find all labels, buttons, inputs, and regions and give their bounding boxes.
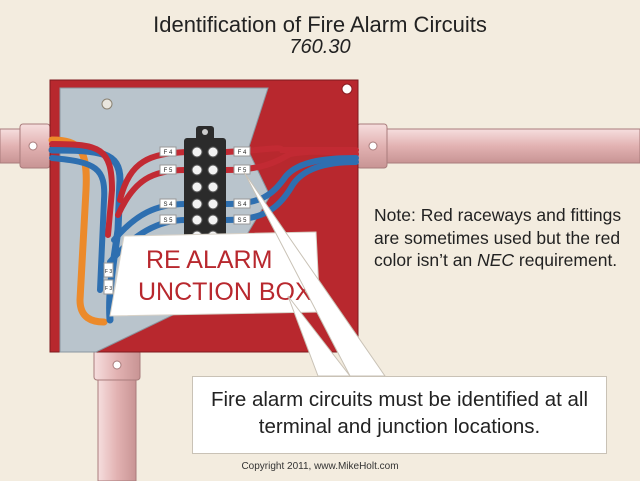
wire-tags: F 4 F 5 S 4 S 5 F 4 F 5 S 4 S 5 F 3 F 3 <box>103 146 251 295</box>
wire-tag: F 3 <box>105 269 112 275</box>
box-screw-top <box>341 83 353 95</box>
wire-blue-right-1 <box>223 155 359 207</box>
conduit-right <box>355 123 640 169</box>
code-reference: 760.30 <box>289 36 351 58</box>
box-label-line1: RE ALARM <box>146 246 272 274</box>
box-label-line2: UNCTION BOX <box>138 278 312 306</box>
page-title: Identification of Fire Alarm Circuits <box>153 12 487 37</box>
wire-blue-right-2 <box>223 159 359 223</box>
wire-tag: S 5 <box>237 218 247 224</box>
wire-tag: S 4 <box>237 202 247 208</box>
conduit-left <box>0 123 53 169</box>
wire-tag: F 3 <box>105 286 112 292</box>
wire-red-right-2 <box>223 148 359 173</box>
note-emphasis: NEC <box>477 250 515 270</box>
wire-tag: F 5 <box>238 168 247 174</box>
wire-tag: F 5 <box>164 168 173 174</box>
box-label-plate: RE ALARM UNCTION BOX <box>109 231 321 317</box>
wire-blue-4 <box>107 217 189 265</box>
note-suffix: requirement. <box>514 250 618 270</box>
callout-box: Fire alarm circuits must be identified a… <box>192 376 607 454</box>
copyright: Copyright 2011, www.MikeHolt.com <box>241 461 399 472</box>
wire-blue-2 <box>49 155 108 293</box>
callout-text: Fire alarm circuits must be identified a… <box>210 388 589 438</box>
wire-tag: S 4 <box>163 202 173 208</box>
conduit-bottom <box>93 347 141 481</box>
ground-screw <box>101 98 113 110</box>
wire-blue-3 <box>111 201 189 243</box>
note-text: Note: Red raceways and fittings are some… <box>374 204 636 272</box>
wire-red-1 <box>49 141 116 238</box>
wire-tag: F 4 <box>238 150 247 156</box>
note-prefix: Note: Red raceways and fittings are some… <box>374 205 622 270</box>
terminal-strip <box>184 126 226 246</box>
wire-tag: S 5 <box>163 218 173 224</box>
wire-tag: F 4 <box>164 150 173 156</box>
